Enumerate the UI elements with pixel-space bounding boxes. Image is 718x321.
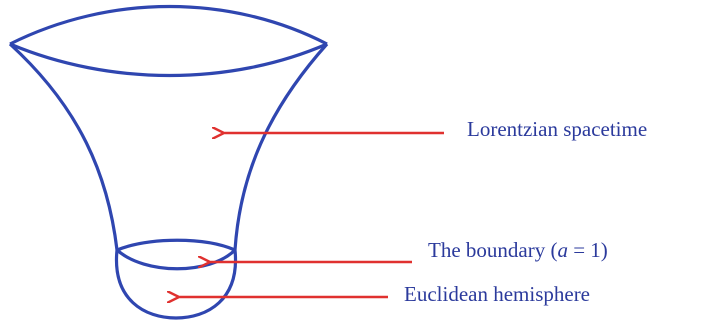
boundary-ellipse-upper bbox=[116, 238, 236, 252]
top-rim-upper bbox=[9, 5, 328, 46]
boundary-ellipse-lower bbox=[115, 248, 237, 271]
top-rim-lower bbox=[9, 42, 328, 78]
left-side-curve bbox=[8, 42, 119, 251]
boundary-label: The boundary (a = 1) bbox=[428, 238, 608, 262]
lorentzian-spacetime-label: Lorentzian spacetime bbox=[467, 117, 648, 141]
euclidean-hemisphere-bowl bbox=[114, 249, 238, 320]
euclidean-hemisphere-label: Euclidean hemisphere bbox=[404, 282, 591, 306]
right-side-curve bbox=[233, 42, 329, 251]
